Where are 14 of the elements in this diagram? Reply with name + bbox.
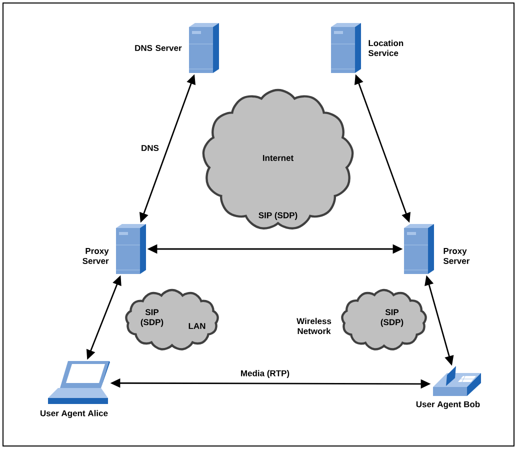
node-label: Proxy Server <box>82 248 109 264</box>
node-label: Wireless Network <box>296 318 332 334</box>
edge-label: Media (RTP) <box>239 369 291 379</box>
node-label: User Agent Bob <box>416 401 480 409</box>
node-label: DNS Server <box>135 45 182 51</box>
node-label: User Agent Alice <box>40 410 108 418</box>
node-label: Internet <box>262 155 294 161</box>
edge-label: SIP (SDP) <box>134 308 170 328</box>
edge-label: SIP (SDP) <box>257 211 299 221</box>
node-label: LAN <box>188 323 206 329</box>
edge-label: SIP (SDP) <box>374 308 410 328</box>
node-label: Proxy Server <box>443 248 470 264</box>
node-label: Location Service <box>368 40 404 56</box>
edge-label: DNS <box>140 144 160 152</box>
